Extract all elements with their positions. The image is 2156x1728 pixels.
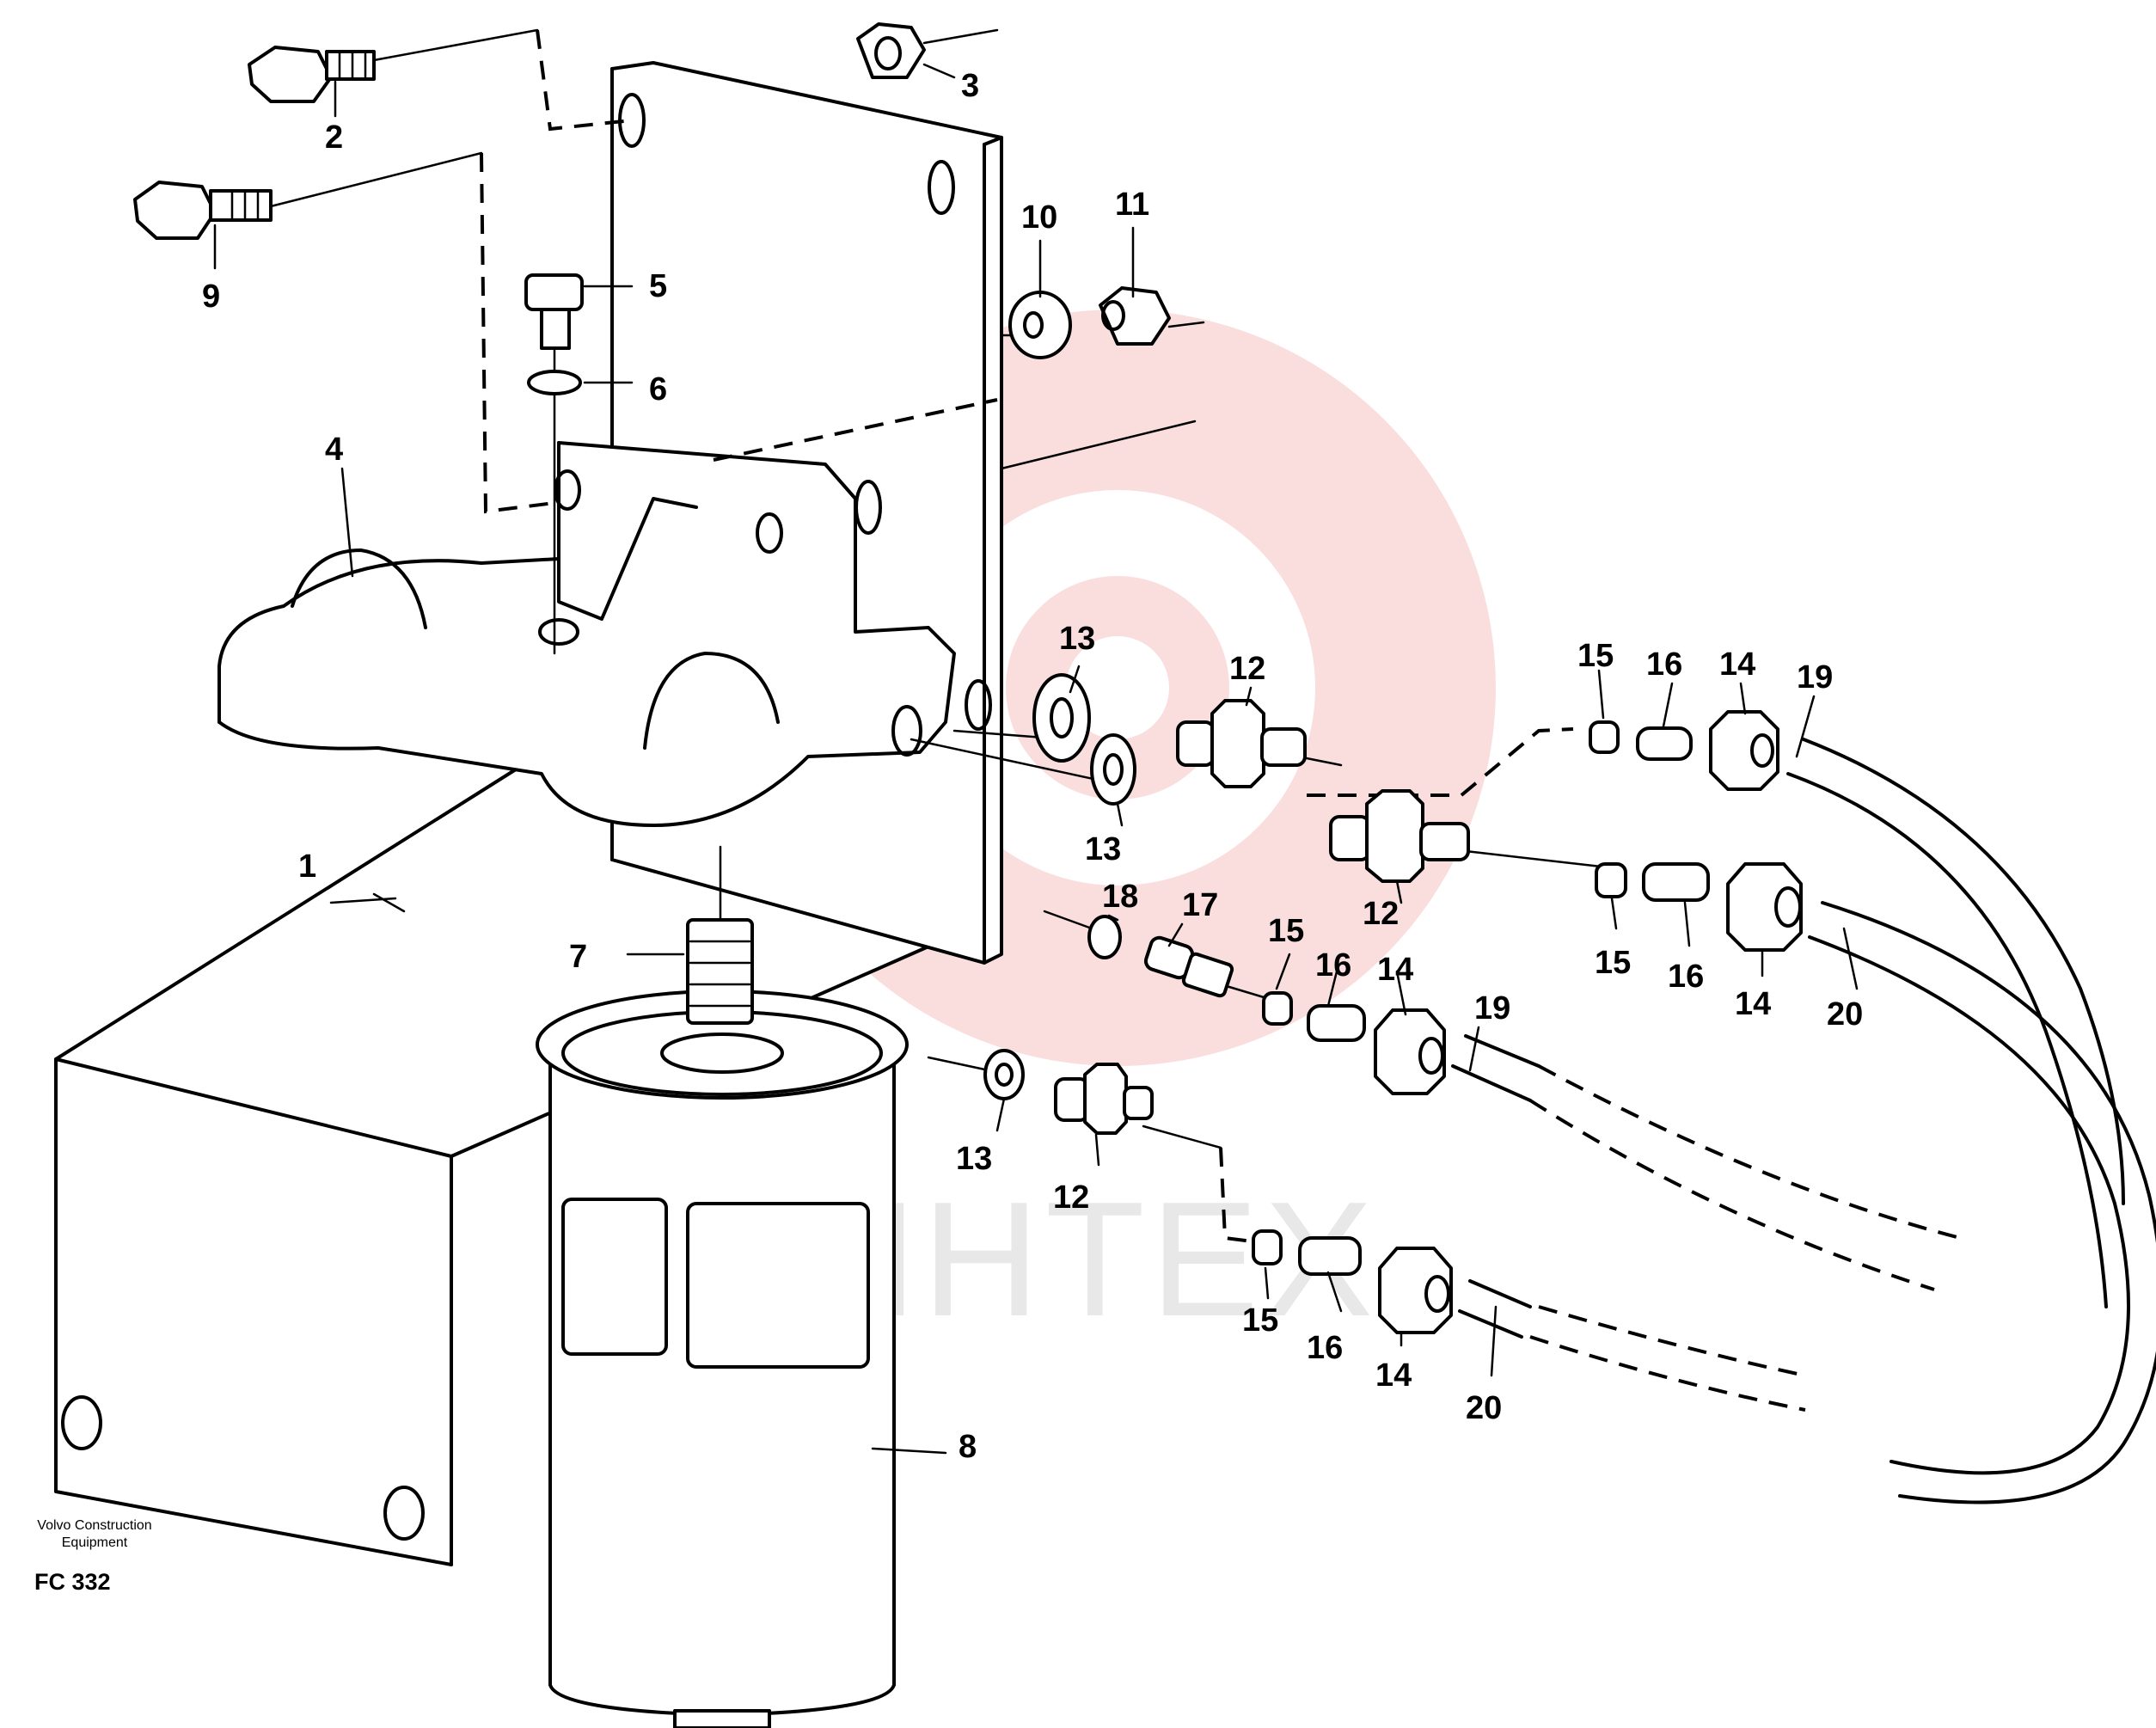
fitting-group-top xyxy=(1589,710,1779,791)
callout-11: 11 xyxy=(1115,187,1149,223)
callout-20-b: 20 xyxy=(1466,1390,1502,1426)
callout-12-a: 12 xyxy=(1229,651,1265,687)
washer-13-c xyxy=(983,1049,1025,1100)
manufacturer-caption: Volvo Construction Equipment xyxy=(17,1517,172,1552)
callout-13-c: 13 xyxy=(956,1141,992,1177)
plug-screw-5 xyxy=(524,273,584,655)
callout-16-b: 16 xyxy=(1668,959,1704,995)
manufacturer-line-1: Volvo Construction xyxy=(37,1518,152,1533)
callout-5: 5 xyxy=(649,268,667,304)
callout-10: 10 xyxy=(1021,199,1057,236)
callout-8: 8 xyxy=(959,1429,977,1465)
callout-15-a: 15 xyxy=(1577,638,1614,674)
bolt-2 xyxy=(248,46,376,103)
callout-2: 2 xyxy=(325,119,343,156)
callout-14-b: 14 xyxy=(1735,986,1771,1022)
callout-6: 6 xyxy=(649,371,667,407)
callout-3: 3 xyxy=(961,68,979,104)
filter-cartridge xyxy=(536,990,909,1728)
washer-10 xyxy=(1008,291,1072,359)
callout-14-d: 14 xyxy=(1375,1357,1412,1394)
callout-9: 9 xyxy=(202,279,220,315)
callout-12-c: 12 xyxy=(1053,1180,1089,1216)
fitting-17 xyxy=(1143,935,1234,998)
callout-19-b: 19 xyxy=(1474,990,1510,1026)
callout-13-a: 13 xyxy=(1059,621,1095,657)
figure-code: FC 332 xyxy=(34,1569,111,1595)
callout-16-d: 16 xyxy=(1307,1330,1343,1366)
callout-12-b: 12 xyxy=(1363,896,1399,932)
washer-13-b xyxy=(1090,733,1136,806)
hose-20 xyxy=(1458,901,2156,1504)
callout-13-b: 13 xyxy=(1085,831,1121,867)
nut-11 xyxy=(1099,286,1171,346)
callout-15-b: 15 xyxy=(1595,945,1631,981)
callout-1: 1 xyxy=(298,849,316,885)
fitting-group-mid-left xyxy=(1262,991,1446,1095)
union-12-a xyxy=(1176,699,1307,788)
callout-16-c: 16 xyxy=(1315,947,1351,983)
washer-13-a xyxy=(1032,673,1091,763)
callout-19-a: 19 xyxy=(1797,659,1833,695)
callout-14-a: 14 xyxy=(1719,646,1755,683)
callout-4: 4 xyxy=(325,432,343,468)
washer-18 xyxy=(1087,915,1122,959)
manufacturer-line-2: Equipment xyxy=(61,1535,128,1550)
callout-20-a: 20 xyxy=(1827,996,1863,1033)
fitting-group-mid-right xyxy=(1595,862,1803,952)
callout-18: 18 xyxy=(1102,879,1138,915)
callout-numbers: 1 2 3 4 5 6 7 8 9 10 11 12 12 12 13 13 1… xyxy=(202,68,1863,1465)
callout-17: 17 xyxy=(1182,887,1218,923)
bolt-9 xyxy=(133,181,273,240)
nut-3 xyxy=(856,22,926,79)
union-12-c xyxy=(1054,1063,1154,1135)
callout-7: 7 xyxy=(569,939,587,975)
callout-16-a: 16 xyxy=(1646,646,1682,683)
threaded-nipple xyxy=(686,845,754,1025)
callout-15-d: 15 xyxy=(1242,1302,1278,1339)
hose-19 xyxy=(1451,738,2125,1308)
callout-14-c: 14 xyxy=(1377,952,1413,988)
washer-6 xyxy=(527,370,582,395)
union-12-b xyxy=(1329,789,1470,883)
callout-leaders xyxy=(213,63,1859,1455)
callout-15-c: 15 xyxy=(1268,913,1304,949)
fitting-group-low xyxy=(1252,1229,1453,1334)
filter-head xyxy=(217,441,992,827)
